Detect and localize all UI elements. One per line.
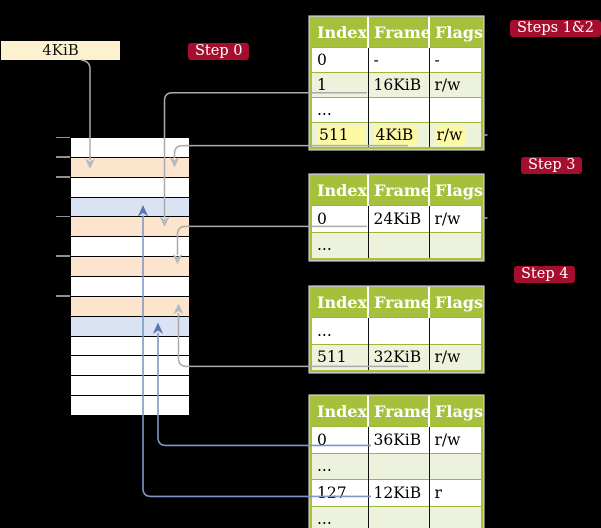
cell-frame <box>368 452 430 480</box>
cell-frame: - <box>368 47 430 73</box>
table-header-row: Index Frame Flags <box>311 288 483 318</box>
memory-frame-row-white <box>71 237 189 258</box>
cell-index: ... <box>311 452 369 480</box>
memory-frame-row-white <box>71 356 189 377</box>
table-row: 1 16KiB r/w <box>311 72 482 98</box>
memory-tick <box>56 295 70 297</box>
badge-step-4: Step 4 <box>514 266 576 283</box>
col-header-frame: Frame <box>368 397 431 427</box>
page-table-level-1: Index Frame Flags 0 36KiB r/w ... 127 12… <box>310 396 483 528</box>
cell-flags: r/w <box>429 122 482 148</box>
page-table-step-3: Index Frame Flags 0 24KiB r/w ... <box>310 175 483 260</box>
table-row: ... <box>311 317 482 344</box>
cell-frame <box>368 97 430 123</box>
page-table-steps-1-2: Index Frame Flags 0 - - 1 16KiB r/w ... … <box>310 17 483 149</box>
cell-frame: 24KiB <box>368 205 430 232</box>
cell-index: ... <box>311 317 369 344</box>
cell-frame <box>368 231 430 259</box>
cell-index: 511 <box>311 122 369 148</box>
memory-frame-row-white <box>71 336 189 357</box>
memory-frame-row-peach <box>71 217 189 238</box>
col-header-index: Index <box>311 176 369 206</box>
table-row: 0 24KiB r/w <box>311 205 482 232</box>
table-row: 511 32KiB r/w <box>311 343 482 371</box>
cell-flags <box>429 317 482 344</box>
memory-frame-row-white <box>71 396 189 416</box>
cell-flags <box>429 97 482 123</box>
page-table-step-4: Index Frame Flags ... 511 32KiB r/w <box>310 287 483 372</box>
cell-flags: r/w <box>429 343 482 371</box>
memory-tick <box>56 215 70 218</box>
cell-frame: 32KiB <box>368 343 430 371</box>
cell-frame: 36KiB <box>368 426 430 453</box>
cell-flags: - <box>429 47 482 73</box>
table-row: ... <box>311 505 482 528</box>
badge-steps-1-2: Steps 1&2 <box>510 20 601 37</box>
memory-frame-row-white <box>71 138 189 158</box>
cr3-frame-box: 4KiB <box>1 41 120 60</box>
cell-flags: r/w <box>429 72 482 98</box>
memory-tick <box>56 136 70 139</box>
cell-flags <box>429 452 482 480</box>
cell-frame: 16KiB <box>368 72 430 98</box>
cell-flags: r/w <box>429 205 482 232</box>
memory-frame-row-white <box>71 376 189 397</box>
badge-step-3: Step 3 <box>521 157 583 174</box>
col-header-index: Index <box>311 18 369 48</box>
memory-column <box>70 137 190 416</box>
col-header-flags: Flags <box>429 288 483 318</box>
cell-flags <box>429 505 482 528</box>
table-header-row: Index Frame Flags <box>311 176 483 206</box>
cell-frame: 4KiB <box>368 122 430 148</box>
col-header-frame: Frame <box>368 176 431 206</box>
cell-index: 0 <box>311 426 369 453</box>
cell-index: 1 <box>311 72 369 98</box>
memory-tick <box>56 255 70 257</box>
cell-index: 127 <box>311 479 369 506</box>
highlight: r/w <box>434 125 467 146</box>
table-header-row: Index Frame Flags <box>311 18 483 48</box>
col-header-index: Index <box>311 397 369 427</box>
memory-frame-row-blue <box>71 316 189 337</box>
table-header-row: Index Frame Flags <box>311 397 483 427</box>
badge-step-0: Step 0 <box>188 43 250 60</box>
memory-frame-row-blue <box>71 197 189 218</box>
table-row: 0 - - <box>311 47 482 73</box>
table-row: 0 36KiB r/w <box>311 426 482 453</box>
cell-frame <box>368 317 430 344</box>
cell-flags <box>429 231 482 259</box>
cell-flags: r <box>429 479 482 506</box>
memory-frame-row-white <box>71 177 189 198</box>
memory-frame-row-peach <box>71 257 189 278</box>
cell-flags: r/w <box>429 426 482 453</box>
highlight: 511 <box>317 124 365 146</box>
cell-frame <box>368 505 430 528</box>
col-header-index: Index <box>311 288 369 318</box>
col-header-flags: Flags <box>429 18 483 48</box>
col-header-flags: Flags <box>429 176 483 206</box>
memory-frame-row-peach <box>71 157 189 178</box>
cell-frame: 12KiB <box>368 479 430 506</box>
highlight: 4KiB <box>373 125 418 146</box>
cell-index: ... <box>311 505 369 528</box>
memory-frame-row-white <box>71 277 189 297</box>
memory-frame-row-peach <box>71 296 189 317</box>
table-row: ... <box>311 452 482 480</box>
cell-index: 0 <box>311 47 369 73</box>
col-header-flags: Flags <box>429 397 483 427</box>
memory-tick <box>56 176 70 178</box>
col-header-frame: Frame <box>368 18 431 48</box>
memory-tick <box>56 156 70 158</box>
cell-index: 511 <box>311 343 369 371</box>
cell-index: 0 <box>311 205 369 232</box>
table-row: 127 12KiB r <box>311 479 482 506</box>
col-header-frame: Frame <box>368 288 431 318</box>
table-row: ... <box>311 97 482 123</box>
cell-index: ... <box>311 231 369 259</box>
table-row-highlighted: 511 4KiB r/w <box>311 122 482 148</box>
table-row: ... <box>311 231 482 259</box>
cell-index: ... <box>311 97 369 123</box>
